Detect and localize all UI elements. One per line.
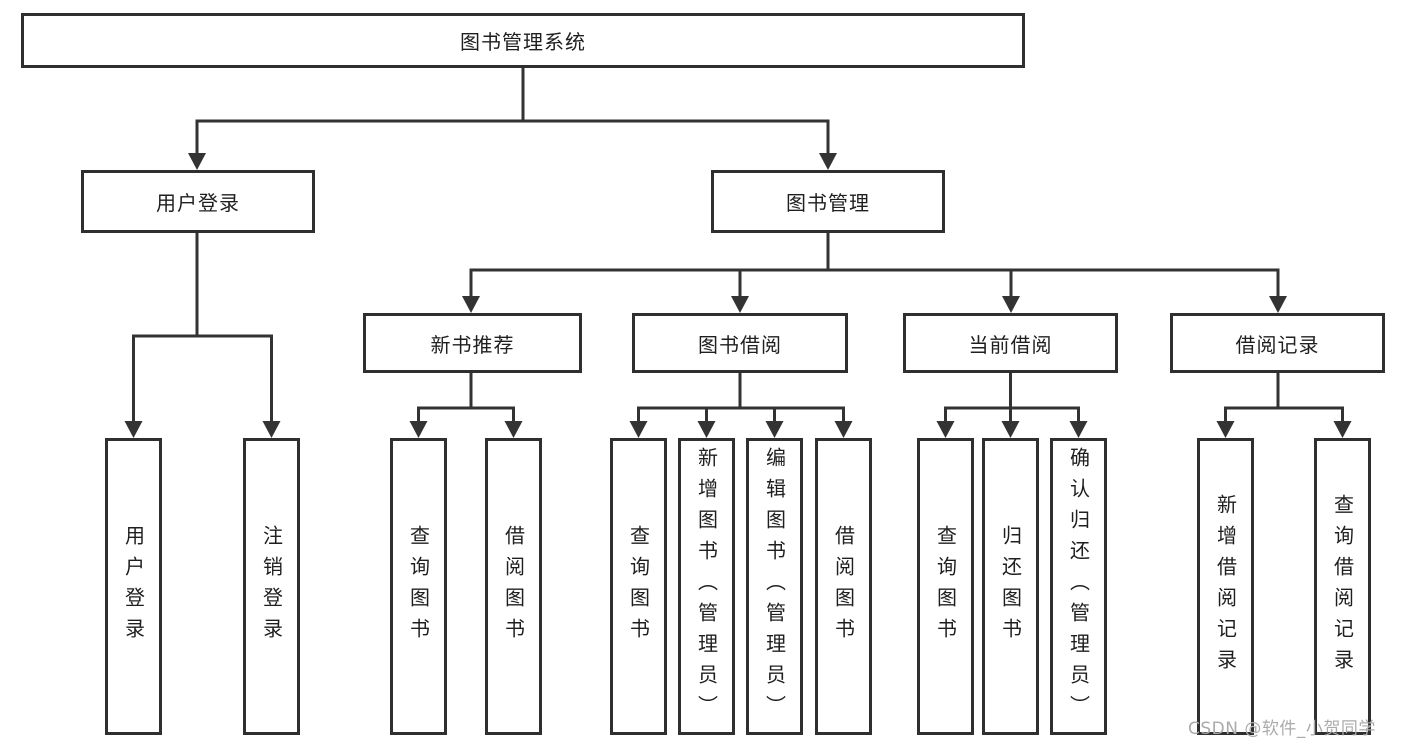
leaf-label: 注销登录 <box>259 524 284 649</box>
node-new-book-recommend: 新书推荐 <box>363 313 582 373</box>
node-query-borrow-record: 查询借阅记录 <box>1314 438 1371 735</box>
arrowhead <box>1002 296 1020 313</box>
arrowhead <box>1333 421 1352 438</box>
node-root: 图书管理系统 <box>21 13 1025 68</box>
arrowhead <box>1216 421 1235 438</box>
arrowhead <box>1069 421 1088 438</box>
arrowhead <box>936 421 955 438</box>
node-confirm-return-admin: 确认归还（管理员） <box>1050 438 1107 735</box>
leaf-label: 查询借阅记录 <box>1330 493 1355 680</box>
arrowhead <box>262 421 281 438</box>
node-query-books-borrowing: 查询图书 <box>610 438 667 735</box>
node-add-book-admin: 新增图书（管理员） <box>678 438 735 735</box>
leaf-label: 查询图书 <box>406 524 431 649</box>
watermark: CSDN @软件_小贺同学 <box>1188 719 1376 739</box>
leaf-label: 用户登录 <box>121 524 146 649</box>
node-user-login-label: 用户登录 <box>156 191 240 215</box>
arrowhead <box>731 296 749 313</box>
leaf-label: 编辑图书（管理员） <box>762 447 787 726</box>
node-book-management-label: 图书管理 <box>786 191 870 215</box>
leaf-label: 新增借阅记录 <box>1213 493 1238 680</box>
node-current-borrowing-label: 当前借阅 <box>968 332 1053 357</box>
arrowhead <box>819 153 837 170</box>
node-borrow-books-borrowing: 借阅图书 <box>815 438 872 735</box>
node-borrowing-records-label: 借阅记录 <box>1235 332 1320 357</box>
node-new-book-recommend-label: 新书推荐 <box>430 332 515 357</box>
node-book-borrowing: 图书借阅 <box>632 313 848 373</box>
leaf-label: 查询图书 <box>626 524 651 649</box>
node-query-books-recommend: 查询图书 <box>390 438 447 735</box>
arrowhead <box>697 421 716 438</box>
leaf-label: 确认归还（管理员） <box>1066 447 1091 726</box>
arrowhead <box>834 421 853 438</box>
node-user-login: 用户登录 <box>81 170 315 233</box>
arrowhead <box>188 153 206 170</box>
arrowhead <box>462 296 480 313</box>
arrowhead <box>765 421 784 438</box>
node-edit-book-admin: 编辑图书（管理员） <box>746 438 803 735</box>
node-book-management: 图书管理 <box>711 170 945 233</box>
arrowhead <box>504 421 523 438</box>
arrowhead <box>409 421 428 438</box>
node-borrowing-records: 借阅记录 <box>1170 313 1385 373</box>
node-logout-action: 注销登录 <box>243 438 300 735</box>
arrowhead <box>1001 421 1020 438</box>
leaf-label: 借阅图书 <box>501 524 526 649</box>
node-root-label: 图书管理系统 <box>460 30 586 54</box>
node-return-book: 归还图书 <box>982 438 1039 735</box>
node-current-borrowing: 当前借阅 <box>903 313 1118 373</box>
arrowhead <box>1269 296 1287 313</box>
leaf-label: 查询图书 <box>933 524 958 649</box>
leaf-label: 归还图书 <box>998 524 1023 649</box>
node-user-login-action: 用户登录 <box>105 438 162 735</box>
leaf-label: 借阅图书 <box>831 524 856 649</box>
arrowhead <box>629 421 648 438</box>
node-book-borrowing-label: 图书借阅 <box>698 332 782 357</box>
node-add-borrow-record: 新增借阅记录 <box>1197 438 1254 735</box>
leaf-label: 新增图书（管理员） <box>694 447 719 726</box>
arrowhead <box>124 421 143 438</box>
node-borrow-books-recommend: 借阅图书 <box>485 438 542 735</box>
node-query-books-current: 查询图书 <box>917 438 974 735</box>
